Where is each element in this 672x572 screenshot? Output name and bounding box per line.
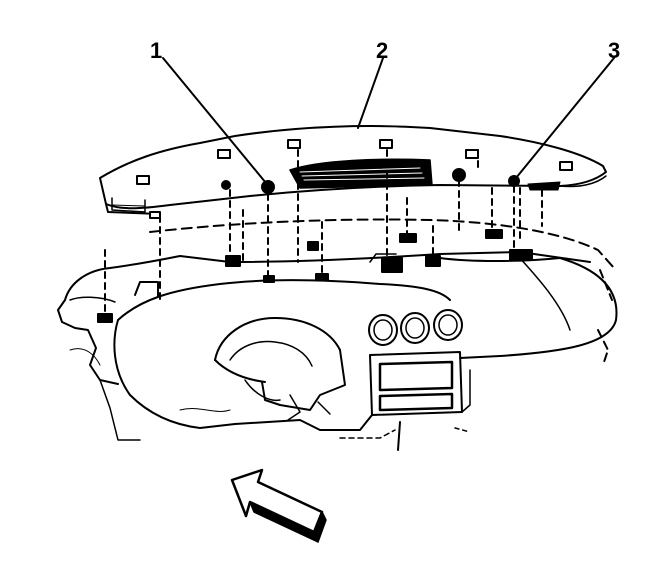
view-direction-arrow	[230, 468, 327, 543]
instrument-panel	[57, 218, 618, 451]
callout-1: 1	[150, 38, 163, 63]
leader-lines	[162, 57, 615, 184]
center-gauges	[368, 309, 463, 346]
carrier-studs	[97, 229, 533, 323]
defroster-grille	[289, 158, 433, 189]
carrier-brackets	[134, 253, 397, 297]
leader-line-1	[162, 57, 267, 184]
upper-trim-panel	[99, 125, 607, 219]
callout-2: 2	[376, 38, 389, 63]
callout-3: 3	[608, 38, 621, 63]
panel-clips	[136, 139, 573, 219]
leader-line-3	[515, 57, 615, 179]
leader-line-2	[357, 57, 384, 129]
center-stack-openings	[369, 351, 463, 416]
